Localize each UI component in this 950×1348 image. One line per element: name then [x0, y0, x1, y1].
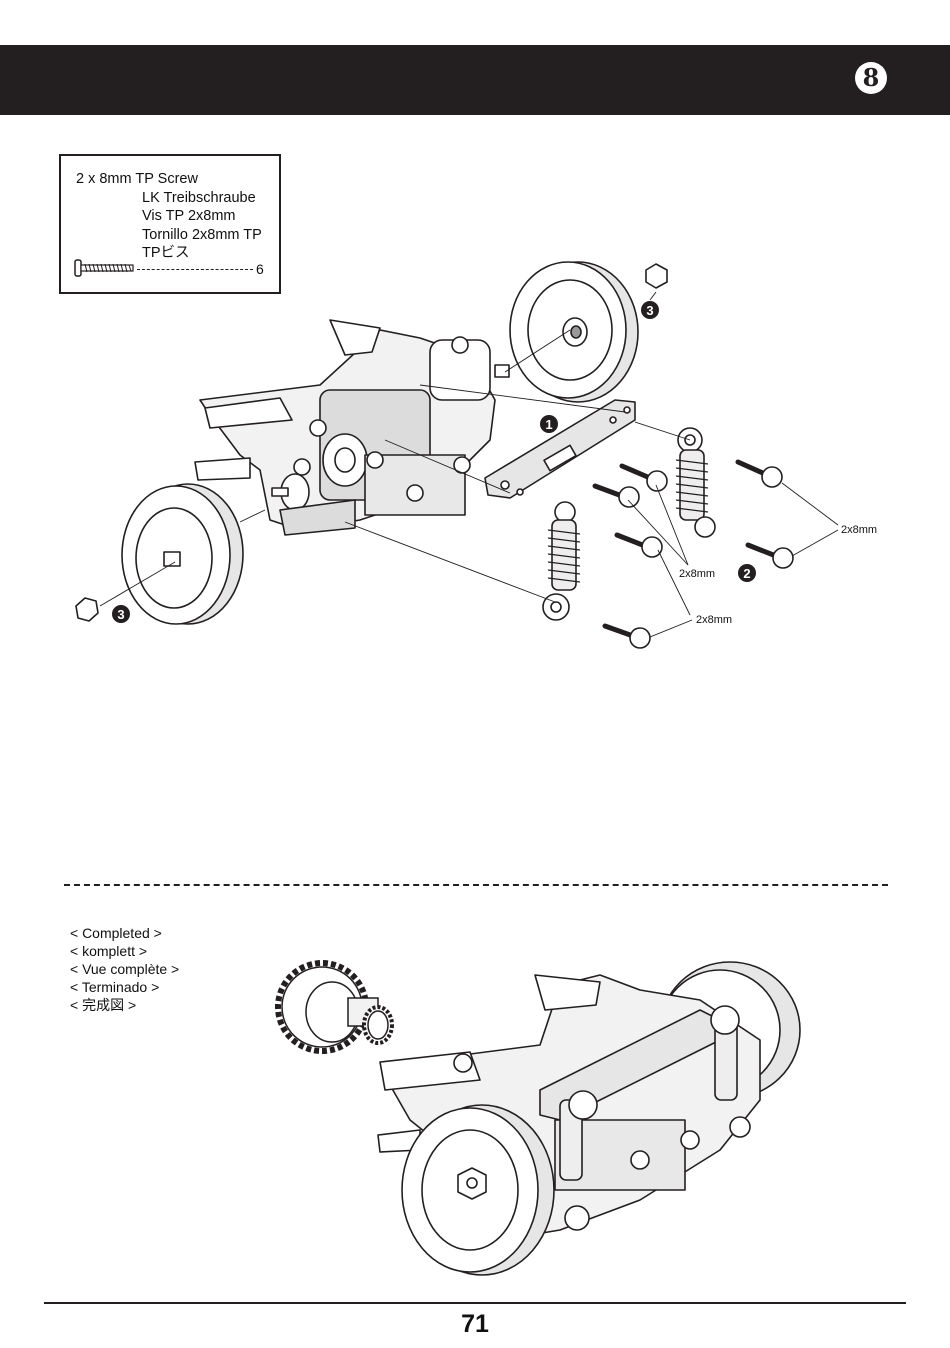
screw-icon-3	[595, 486, 639, 507]
spur-gear-icon	[278, 963, 392, 1051]
screw-size-label-lower: 2x8mm	[696, 614, 732, 626]
screw-icon-4	[748, 545, 793, 568]
callout-step3-right: 3	[641, 301, 659, 319]
callout-step2: 2	[738, 564, 756, 582]
footer-rule	[44, 1302, 906, 1304]
completed-label-jp: < 完成図 >	[70, 996, 179, 1014]
completed-label-de: < komplett >	[70, 942, 179, 960]
section-separator	[64, 884, 888, 886]
completed-label-en: < Completed >	[70, 924, 179, 942]
completed-label-fr: < Vue complète >	[70, 960, 179, 978]
completed-caption: < Completed > < komplett > < Vue complèt…	[70, 924, 179, 1014]
svg-text:1: 1	[545, 417, 552, 432]
screw-size-label-upper: 2x8mm	[841, 524, 877, 536]
wheel-left-icon	[122, 484, 243, 624]
shock-mount-plate-icon	[485, 400, 635, 498]
completed-label-es: < Terminado >	[70, 978, 179, 996]
svg-text:3: 3	[646, 303, 653, 318]
chassis-icon	[195, 320, 509, 535]
svg-text:2: 2	[743, 566, 750, 581]
wheel-right-icon	[510, 262, 638, 402]
nut-icon-left	[76, 598, 98, 621]
screw-size-label-mid: 2x8mm	[679, 568, 715, 580]
shock-absorber-left-icon	[543, 502, 580, 620]
screw-icon-5	[617, 535, 662, 557]
completed-car-icon	[378, 962, 800, 1275]
screw-icon-1	[738, 462, 782, 487]
svg-text:3: 3	[117, 607, 124, 622]
callout-step3-left: 3	[112, 605, 130, 623]
page-number: 71	[0, 1310, 950, 1339]
callout-step1: 1	[540, 415, 558, 433]
screw-icon-6	[605, 626, 650, 648]
shock-absorber-right-icon	[676, 428, 715, 537]
nut-icon-right	[646, 264, 667, 288]
